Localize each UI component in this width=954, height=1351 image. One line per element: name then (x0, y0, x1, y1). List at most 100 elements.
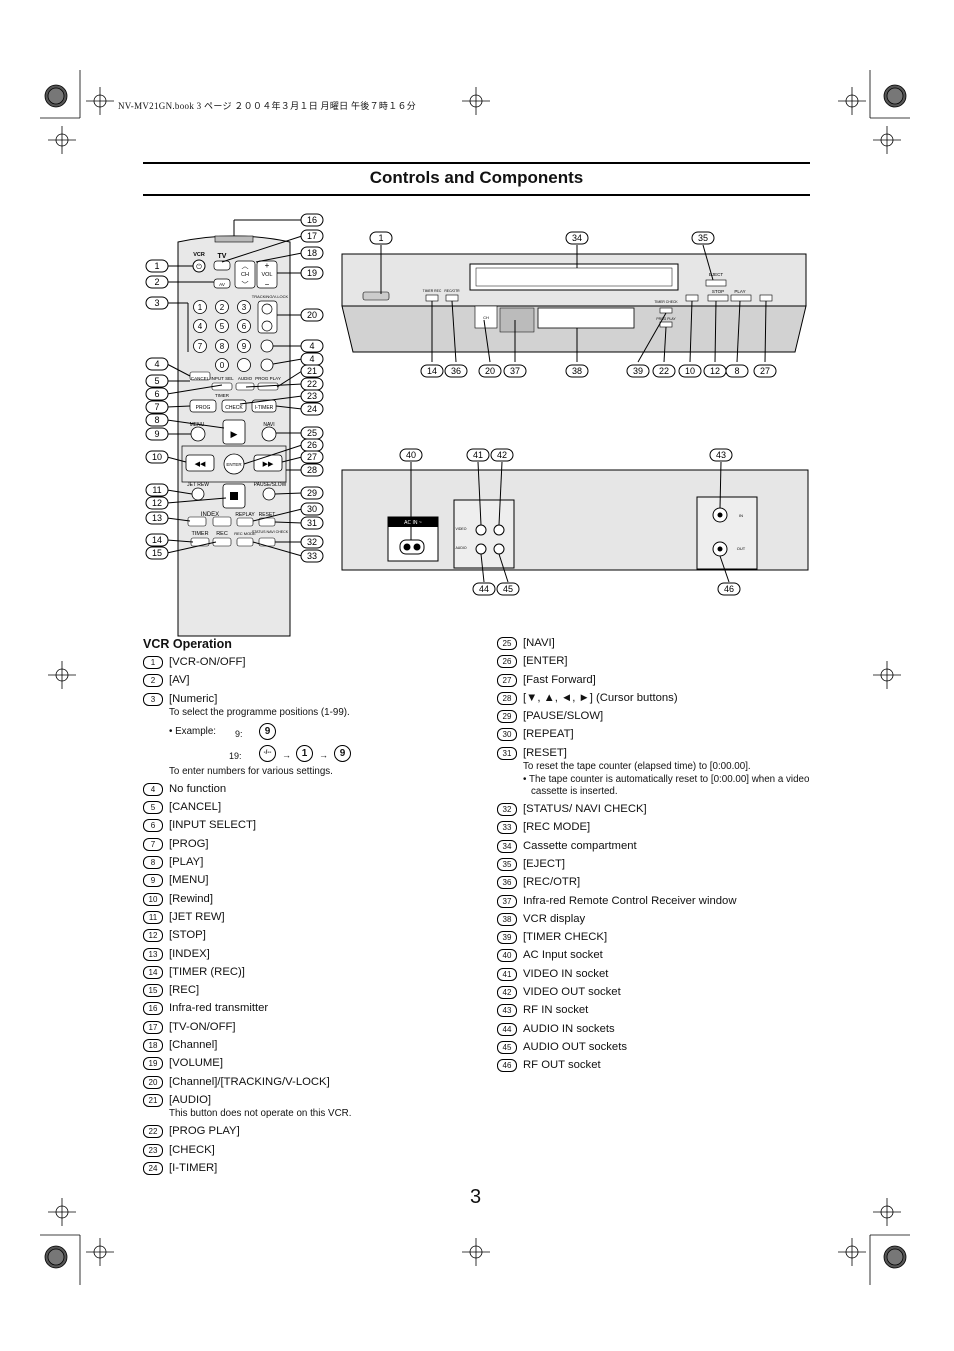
vcr-front-panel: EJECT TIMER REC REC/OTR STOP PLAY CH TIM… (341, 253, 807, 353)
component-item: 15[REC] (143, 983, 463, 998)
item-label: AUDIO OUT sockets (523, 1040, 627, 1053)
item-number-badge: 27 (497, 673, 517, 687)
component-item: 6[INPUT SELECT] (143, 818, 463, 833)
item-number-badge: 36 (497, 876, 517, 890)
item-number-badge: 7 (143, 837, 163, 851)
svg-text:AUDIO: AUDIO (238, 376, 253, 381)
item-label: [I-TIMER] (169, 1161, 218, 1174)
item-number-badge: 42 (497, 986, 517, 1000)
numpad-key-label: 7 (198, 342, 203, 351)
item-number-badge: 37 (497, 894, 517, 908)
callout-badge (300, 502, 324, 516)
component-item: 33[REC MODE] (497, 820, 817, 835)
svg-text:PROG PLAY: PROG PLAY (255, 376, 281, 381)
item-number-badge: 19 (143, 1057, 163, 1071)
item-label: [TV-ON/OFF] (169, 1020, 236, 1033)
svg-text:TIMER CHECK: TIMER CHECK (654, 300, 678, 304)
item-number-badge: 11 (143, 910, 163, 924)
callout-number: 24 (307, 404, 317, 414)
numpad-key (215, 358, 229, 372)
callout-number: 3 (154, 298, 159, 308)
callout-number: 20 (307, 310, 317, 320)
component-item: 31[RESET]To reset the tape counter (elap… (497, 746, 817, 798)
callout-number: 27 (307, 452, 317, 462)
key-9-icon: 9 (334, 744, 351, 762)
component-item: 11[JET REW] (143, 910, 463, 924)
item-number-badge: 12 (143, 929, 163, 943)
numpad-key-label: 3 (242, 303, 247, 312)
callout-badge (565, 231, 589, 245)
numpad-key (193, 339, 207, 353)
item-number-badge: 35 (497, 857, 517, 871)
vcr-rear-panel: AC IN ~ VIDEO AUDIO IN OUT (341, 469, 809, 571)
callout-badge (145, 387, 169, 401)
item-number-badge: 25 (497, 637, 517, 650)
item-label: Infra-red Remote Control Receiver window (523, 894, 737, 907)
item-number-badge: 3 (143, 692, 163, 706)
callout-number: 17 (307, 231, 317, 241)
callout-badge (652, 364, 676, 378)
item-number-badge: 28 (497, 691, 517, 705)
item-number-badge: 17 (143, 1020, 163, 1034)
item-label: [Channel]/[TRACKING/V-LOCK] (169, 1075, 330, 1088)
callout-number: 9 (154, 429, 159, 439)
item-label: [VCR-ON/OFF] (169, 656, 246, 668)
item-label: [INDEX] (169, 947, 210, 960)
svg-text:REC/OTR: REC/OTR (444, 289, 460, 293)
callout-number: 13 (152, 513, 162, 523)
component-item: 25[NAVI] (497, 636, 817, 650)
callout-badge (145, 546, 169, 560)
component-item: 30[REPEAT] (497, 727, 817, 742)
component-item: 12[STOP] (143, 928, 463, 943)
callout-badge (444, 364, 468, 378)
callout-number: 21 (307, 366, 317, 376)
svg-text:RESET: RESET (259, 512, 276, 518)
item-number-badge: 43 (497, 1004, 517, 1018)
callout-badge (145, 533, 169, 547)
svg-text:PROG: PROG (196, 405, 211, 411)
callout-number: 14 (152, 535, 162, 545)
component-item: 9[MENU] (143, 873, 463, 888)
numpad-key-label: 9 (242, 342, 247, 351)
callout-number: 39 (633, 366, 643, 376)
callout-badge (300, 266, 324, 280)
numpad-key (193, 300, 207, 314)
callout-number: 19 (307, 268, 317, 278)
callout-number: 44 (479, 584, 489, 594)
callout-number: 43 (716, 450, 726, 460)
svg-text:TIMER: TIMER (191, 531, 208, 537)
svg-text:JET REW: JET REW (187, 482, 209, 488)
item-label: [PAUSE/SLOW] (523, 710, 604, 723)
callout-badge (478, 364, 502, 378)
title-rule-bottom (143, 194, 810, 196)
component-item: 20[Channel]/[TRACKING/V-LOCK] (143, 1075, 463, 1089)
svg-text:PLAY: PLAY (734, 289, 745, 294)
callout-number: 35 (698, 233, 708, 243)
item-label: [PROG] (169, 837, 209, 850)
component-item: 35[EJECT] (497, 857, 817, 871)
ir-receiver-window (499, 307, 535, 333)
item-note: To enter numbers for various settings. (169, 765, 333, 777)
component-item: 32[STATUS/ NAVI CHECK] (497, 802, 817, 817)
item-number-badge: 34 (497, 839, 517, 853)
svg-text:▶: ▶ (231, 429, 238, 439)
component-list-left: 1[VCR-ON/OFF]2[AV]3[Numeric]To select th… (143, 655, 463, 1179)
registration-marks (40, 70, 910, 1285)
key-1-icon: 1 (296, 744, 313, 762)
component-item: 7 [PROG] (143, 837, 463, 851)
numpad-key (215, 300, 229, 314)
dash-key (237, 358, 251, 372)
item-number-badge: 22 (143, 1125, 163, 1139)
component-item: 2[AV] (143, 673, 463, 688)
svg-text:CANCEL: CANCEL (191, 376, 210, 381)
callout-number: 34 (572, 233, 582, 243)
item-number-badge: 14 (143, 965, 163, 979)
callout-number: 40 (406, 450, 416, 460)
item-label: [ENTER] (523, 655, 568, 668)
callout-number: 14 (427, 366, 437, 376)
item-label: AC Input socket (523, 949, 603, 962)
numpad-key-label: 4 (198, 322, 203, 331)
item-number-badge: 31 (497, 746, 517, 760)
